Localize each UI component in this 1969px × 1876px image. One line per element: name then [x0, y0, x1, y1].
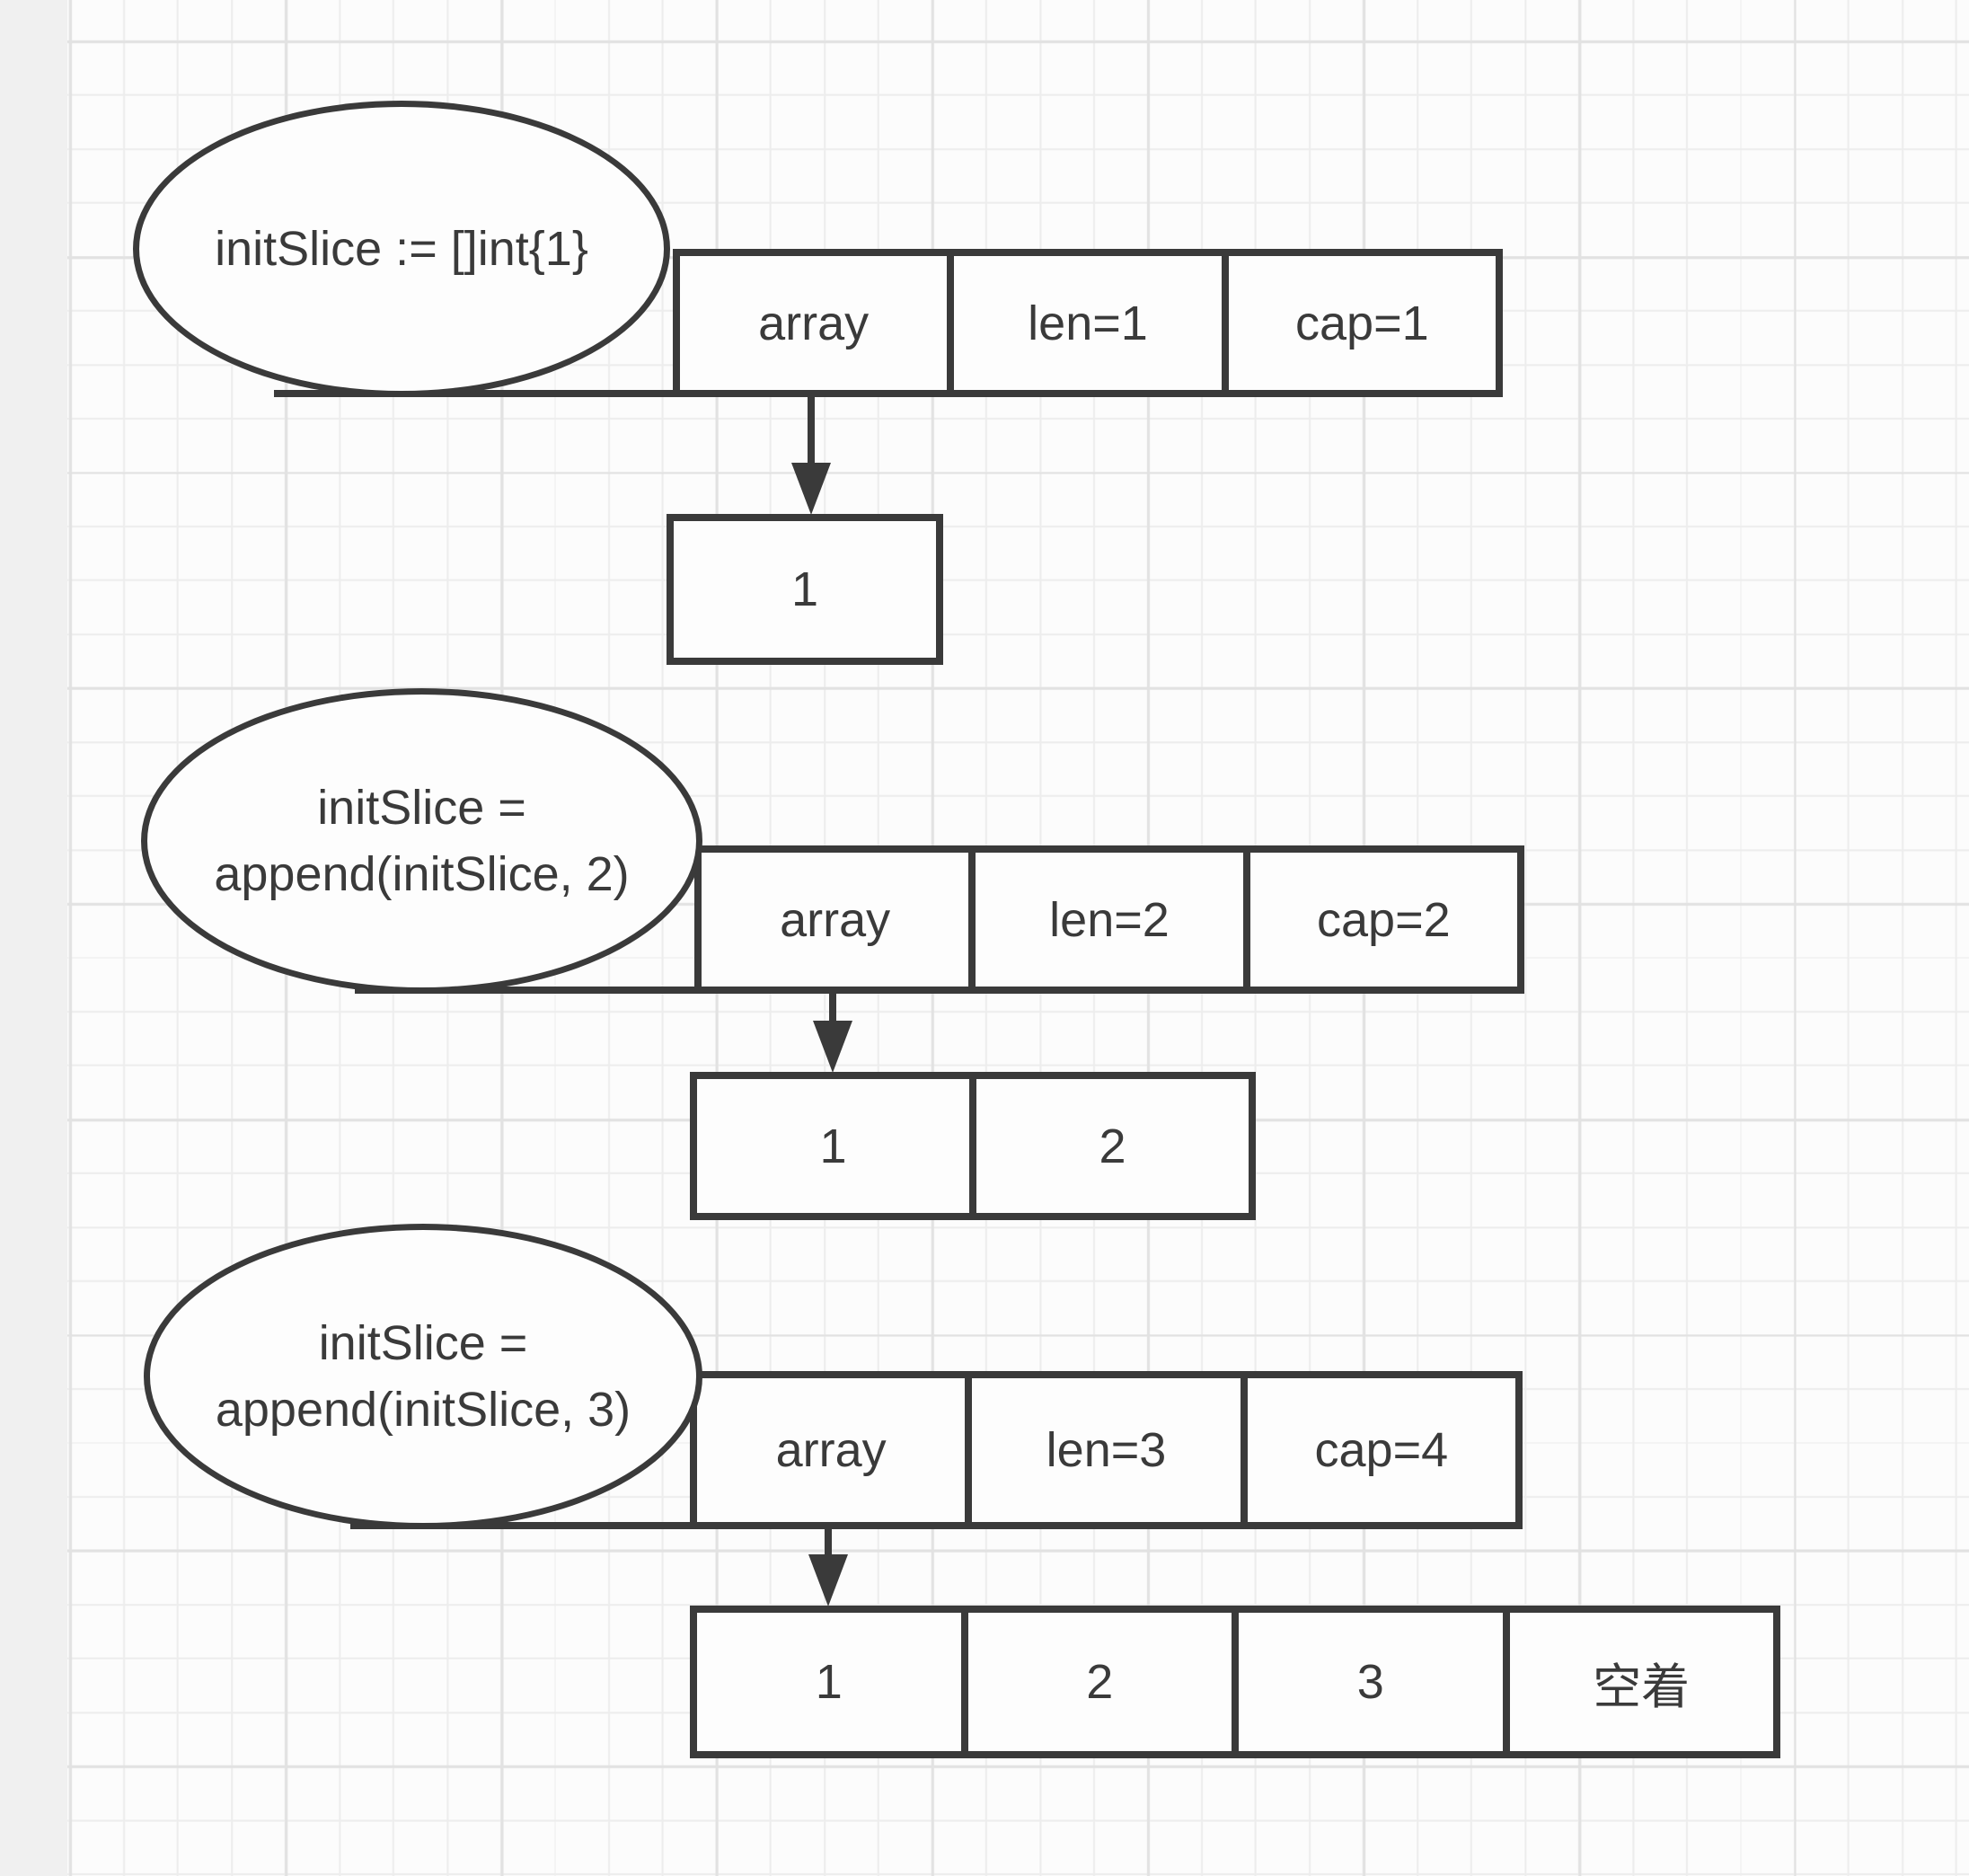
step-3-label-line-1: initSlice =: [318, 1316, 528, 1370]
step-3-slice-struct-table: array len=3 cap=4: [690, 1371, 1523, 1529]
step-1-struct-cell-cap: cap=1: [1221, 256, 1496, 390]
step-2-label-line-1: initSlice =: [317, 781, 526, 835]
step-2-struct-cell-len: len=2: [968, 853, 1242, 987]
step-2-label-ellipse: initSlice = append(initSlice, 2): [141, 688, 702, 994]
step-3-array-value-cell-3: 3: [1232, 1613, 1503, 1751]
step-1-header-tail-line: [274, 390, 673, 397]
step-1-label-line: initSlice := []int{1}: [215, 222, 588, 276]
step-1-array-value-cell: 1: [790, 562, 819, 616]
step-1-arrow-shaft: [808, 397, 815, 465]
step-1-array-values-table: 1: [667, 514, 943, 665]
step-1-struct-cell-len: len=1: [947, 256, 1221, 390]
step-3-arrow-down-icon: [808, 1554, 848, 1606]
step-1-label-ellipse: initSlice := []int{1}: [133, 101, 670, 397]
step-2-struct-cell-cap: cap=2: [1242, 853, 1517, 987]
step-3-label-ellipse: initSlice = append(initSlice, 3): [144, 1224, 702, 1529]
step-2-array-value-cell-2: 2: [969, 1079, 1249, 1213]
step-2-struct-cell-array: array: [780, 892, 891, 947]
step-1-slice-struct-table: array len=1 cap=1: [673, 249, 1503, 397]
step-2-arrow-down-icon: [813, 1021, 852, 1073]
step-1-struct-cell-array: array: [758, 296, 870, 350]
step-3-label-line-2: append(initSlice, 3): [215, 1383, 631, 1437]
step-3-header-tail-line: [350, 1522, 690, 1529]
step-3-struct-cell-cap: cap=4: [1240, 1378, 1515, 1522]
step-3-struct-cell-array: array: [775, 1423, 887, 1477]
canvas-left-margin: [0, 0, 67, 1876]
step-2-header-tail-line: [355, 987, 694, 994]
step-2-slice-struct-table: array len=2 cap=2: [694, 845, 1524, 994]
step-3-array-value-cell-2: 2: [960, 1613, 1232, 1751]
step-2-arrow-shaft: [829, 994, 836, 1026]
step-1-arrow-down-icon: [791, 463, 831, 515]
step-2-label-line-2: append(initSlice, 2): [214, 847, 630, 901]
step-3-struct-cell-len: len=3: [965, 1378, 1240, 1522]
step-3-array-values-table: 1 2 3 空着: [690, 1606, 1780, 1758]
step-3-array-value-cell-1: 1: [815, 1655, 843, 1709]
step-2-array-value-cell-1: 1: [819, 1119, 847, 1173]
step-3-arrow-shaft: [825, 1529, 832, 1560]
step-3-array-value-cell-4: 空着: [1502, 1613, 1774, 1751]
step-2-array-values-table: 1 2: [690, 1072, 1256, 1220]
